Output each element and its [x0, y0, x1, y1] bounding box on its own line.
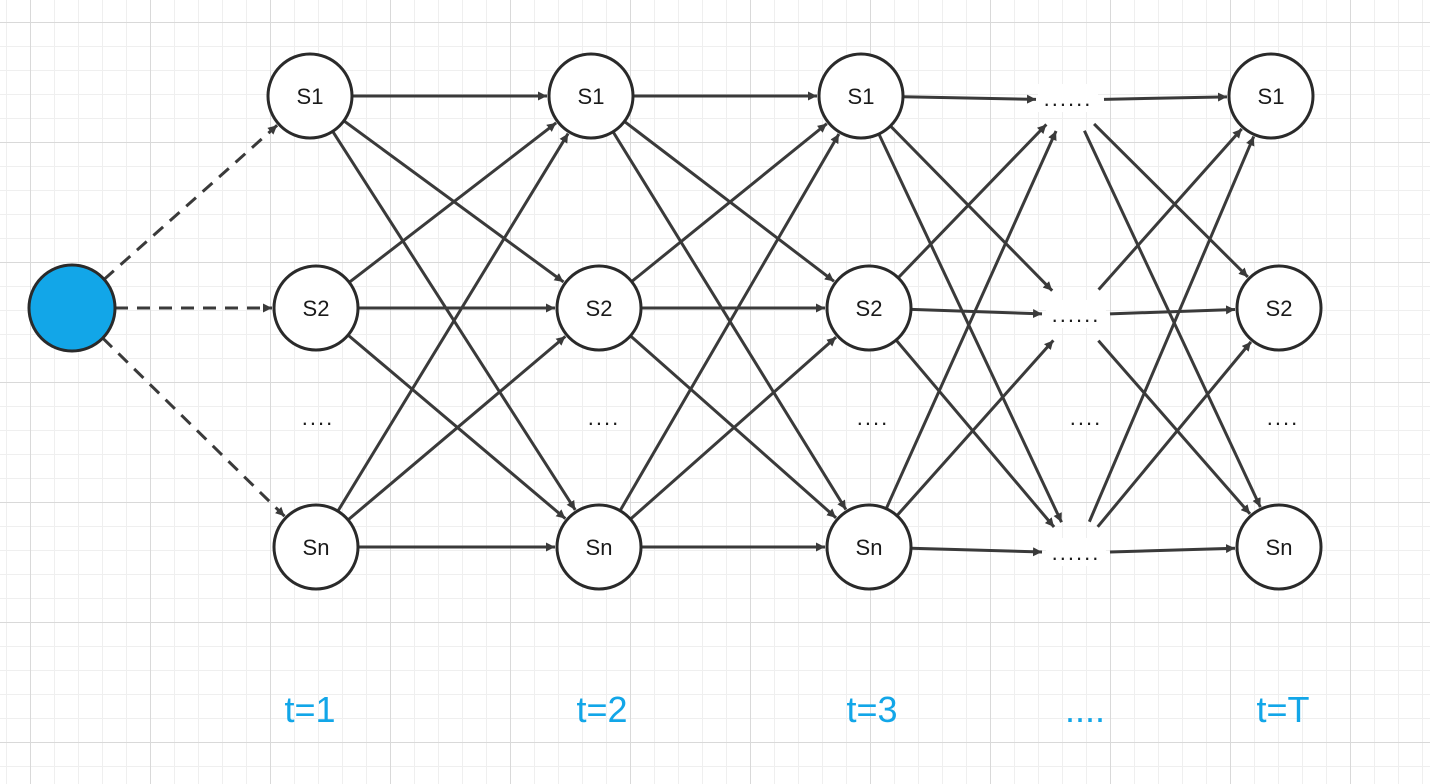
state-label-t3-1: S1 [848, 84, 875, 109]
state-node-t1-2 [272, 264, 360, 352]
state-node-t4-2 [1235, 264, 1323, 352]
time-label-5: t=T [1256, 689, 1309, 730]
ellipsis-backing-2 [1046, 300, 1106, 328]
initial-edge-3 [101, 337, 286, 518]
start-node [27, 263, 117, 353]
transition-edge-tT-1-1 [1103, 92, 1228, 102]
state-node-t2-3 [555, 503, 643, 591]
transition-edge-t3-1-3 [877, 133, 1063, 523]
state-label-t1-1: S1 [297, 84, 324, 109]
state-nodes [27, 52, 1323, 591]
transition-edge-t1-3-1 [336, 132, 570, 512]
transition-edge-t2-2-1 [630, 122, 828, 283]
row-ellipsis-label-4: .... [1267, 405, 1299, 430]
state-label-t4-1: S1 [1258, 84, 1285, 109]
mid-ellipsis-label-4: ...... [1052, 540, 1101, 565]
state-label-t1-2: S2 [303, 296, 330, 321]
state-node-t3-3 [825, 503, 913, 591]
time-label-4: .... [1065, 689, 1105, 730]
state-node-t3-2 [825, 264, 913, 352]
transition-edge-tT-3-1 [1087, 135, 1256, 523]
transition-edge-tT-2-3 [1097, 339, 1252, 515]
transition-edge-tT-1-2 [1093, 122, 1249, 279]
time-label-2: t=2 [576, 689, 627, 730]
transition-edge-tT-2-2 [1109, 305, 1236, 316]
transition-edge-t3-3-1 [884, 130, 1058, 510]
transition-edge-t2-3-1 [618, 133, 841, 512]
state-node-t1-1 [266, 52, 354, 140]
state-label-t4-2: S2 [1266, 296, 1293, 321]
ellipsis-backing-4 [1046, 538, 1106, 566]
row-ellipsis-label-1: .... [302, 405, 334, 430]
time-label-1: t=1 [284, 689, 335, 730]
initial-edge-1 [103, 124, 279, 281]
state-label-t4-3: Sn [1266, 535, 1293, 560]
transition-edge-t2-3-2 [629, 336, 838, 521]
state-node-t3-1 [817, 52, 905, 140]
transition-edge-t3-2-3 [894, 339, 1056, 528]
state-label-t1-3: Sn [303, 535, 330, 560]
state-label-t3-3: Sn [856, 535, 883, 560]
transition-edge-t3-1-2 [889, 124, 1054, 292]
state-label-t2-3: Sn [586, 535, 613, 560]
state-label-t2-1: S1 [578, 84, 605, 109]
mid-ellipsis-label-3: .... [1070, 405, 1102, 430]
state-label-t2-2: S2 [586, 296, 613, 321]
transition-edge-t3-3-2 [895, 339, 1055, 517]
transition-edge-t3-3-3 [910, 546, 1043, 557]
state-node-t4-3 [1235, 503, 1323, 591]
state-node-t2-2 [555, 264, 643, 352]
transition-edge-tT-3-2 [1096, 340, 1253, 528]
row-ellipsis-label-3: .... [857, 405, 889, 430]
row-ellipsis-label-2: .... [588, 405, 620, 430]
mid-ellipsis-label-1: ...... [1044, 86, 1093, 111]
transition-edge-t1-2-1 [348, 121, 558, 284]
transition-edge-t3-2-1 [897, 123, 1048, 279]
time-label-3: t=3 [846, 689, 897, 730]
state-node-t2-1 [547, 52, 635, 140]
transition-edge-t3-1-1 [902, 94, 1037, 104]
ellipsis-backing-1 [1038, 84, 1098, 112]
transition-edge-tT-1-3 [1083, 130, 1262, 508]
transition-edge-tT-3-3 [1109, 544, 1236, 554]
transition-edge-tT-2-1 [1097, 127, 1243, 291]
state-node-t1-3 [272, 503, 360, 591]
state-label-t3-2: S2 [856, 296, 883, 321]
transition-edge-t1-3-2 [347, 335, 567, 522]
transition-edge-t3-2-2 [910, 307, 1043, 319]
state-node-t4-1 [1227, 52, 1315, 140]
transition-edges [101, 91, 1262, 557]
mid-ellipsis-label-2: ...... [1052, 302, 1101, 327]
